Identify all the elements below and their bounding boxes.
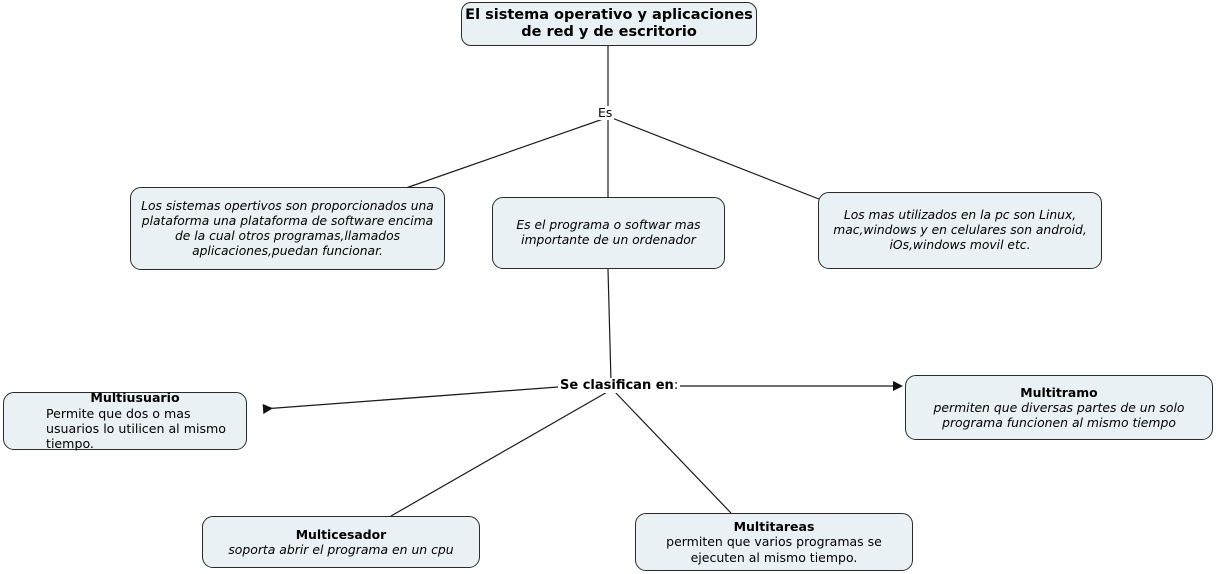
edge-clasificacion-to-multicesador bbox=[390, 390, 610, 517]
edge-clasificacion-to-multitareas bbox=[613, 390, 732, 514]
root-title-line1: El sistema operativo y aplicaciones bbox=[465, 6, 753, 23]
root-title-line2: de red y de escritorio bbox=[521, 24, 697, 40]
node-definicion-plataforma-text: Los sistemas opertivos son proporcionado… bbox=[141, 198, 434, 258]
edge-label-se-clasifican-text: Se clasifican en bbox=[560, 378, 674, 393]
node-multicesador-title: Multicesador bbox=[295, 526, 387, 542]
edge-es-to-plataforma bbox=[405, 117, 607, 189]
node-multitareas[interactable]: Multitareas permiten que varios programa… bbox=[635, 513, 913, 571]
node-root-topic[interactable]: El sistema operativo y aplicaciones de r… bbox=[461, 2, 757, 46]
edge-label-colon: : bbox=[673, 378, 679, 393]
node-multiusuario-title: Multiusuario bbox=[90, 390, 180, 406]
node-multiusuario[interactable]: Multiusuario Permite que dos o mas usuar… bbox=[3, 390, 247, 452]
node-multitramo-title: Multitramo bbox=[1020, 384, 1098, 400]
edge-label-se-clasifican-en: Se clasifican en: bbox=[558, 378, 681, 393]
edge-label-es: Es bbox=[596, 105, 615, 121]
node-multitramo[interactable]: Multitramo permiten que diversas partes … bbox=[905, 375, 1213, 440]
node-multicesador-body: soporta abrir el programa en un cpu bbox=[228, 542, 454, 557]
node-mas-utilizados[interactable]: Los mas utilizados en la pc son Linux, m… bbox=[818, 192, 1102, 269]
node-definicion-programa-text: Es el programa o softwar mas importante … bbox=[516, 218, 701, 247]
edge-programa-to-clasificacion bbox=[607, 268, 612, 383]
node-multitareas-body: permiten que varios programas se ejecute… bbox=[666, 534, 882, 565]
node-multitareas-title: Multitareas bbox=[733, 519, 815, 535]
node-definicion-plataforma[interactable]: Los sistemas opertivos son proporcionado… bbox=[130, 187, 445, 270]
node-mas-utilizados-text: Los mas utilizados en la pc son Linux, m… bbox=[833, 208, 1087, 252]
node-multiusuario-body: Permite que dos o mas usuarios lo utilic… bbox=[46, 405, 226, 452]
edge-es-to-mas-utilizados bbox=[611, 117, 825, 202]
node-multitramo-body: permiten que diversas partes de un solo … bbox=[933, 399, 1185, 431]
node-multicesador[interactable]: Multicesador soporta abrir el programa e… bbox=[202, 516, 480, 568]
node-definicion-programa[interactable]: Es el programa o softwar mas importante … bbox=[492, 197, 725, 269]
edge-clasificacion-to-multiusuario bbox=[262, 386, 559, 414]
